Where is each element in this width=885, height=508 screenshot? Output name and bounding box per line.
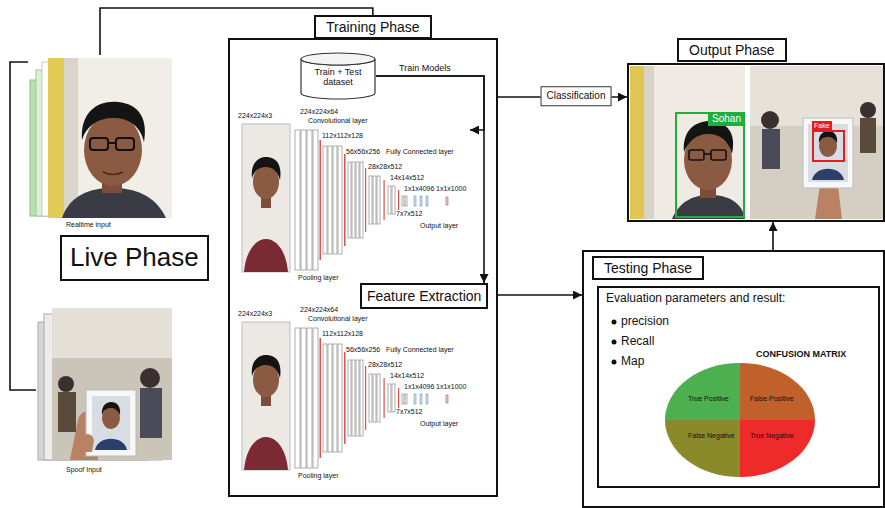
matrix-quadrant: True Negative <box>740 420 815 477</box>
image-stack: Realtime input <box>28 55 175 232</box>
cnn-diagram: 224x224x3 224x224x64Convolutional layer 11… <box>236 306 470 484</box>
process-box: Feature Extraction <box>360 283 488 309</box>
node-label: True Negative <box>750 432 794 440</box>
layer-label: 14x14x512 <box>390 174 424 182</box>
layer-label: 56x56x256 <box>346 148 380 156</box>
layer-label: 112x112x128 <box>322 330 363 338</box>
quadrant-fill <box>740 363 815 420</box>
layer-label: 112x112x128 <box>322 132 363 140</box>
layer-label: Fully Connected layer <box>386 148 454 156</box>
layer-label: 224x224x64 <box>300 108 338 116</box>
node-label: Fake <box>812 121 832 131</box>
phase-panel: Training PhaseTrain + Test dataset224x22… <box>228 38 498 497</box>
quadrant-fill <box>665 363 740 420</box>
layer-label: 224x224x3 <box>238 310 272 318</box>
matrix-quadrant: True Positive <box>665 363 740 420</box>
output-photos <box>630 66 884 219</box>
spoof-photo-stack <box>38 308 172 460</box>
layer-label: Fully Connected layer <box>386 346 454 354</box>
layer-label: Output layer <box>420 420 458 428</box>
layer-label: 56x56x256 <box>346 346 380 354</box>
layer-label: 1x1x1000 <box>436 383 466 391</box>
node-label: Live Phase <box>70 243 199 273</box>
layer-label: Pooling layer <box>298 274 338 282</box>
phase-panel: Output PhaseSohanFake <box>627 63 885 222</box>
connector <box>376 76 484 130</box>
layer-label: 7x7x512 <box>396 408 422 416</box>
layer-label: Convolutional layer <box>308 117 368 125</box>
node-label: Sohan <box>708 112 745 126</box>
detection-box: Sohan <box>675 112 745 218</box>
node-label: Testing Phase <box>592 256 704 280</box>
bullet-dots <box>612 320 617 365</box>
layer-label: 28x28x512 <box>368 361 402 369</box>
image-stack: Spoof Input <box>36 306 175 480</box>
node-label: Map <box>621 355 644 369</box>
connector <box>10 62 36 390</box>
result-box: Evaluation parameters and result: precisi… <box>597 286 880 488</box>
layer-label: 224x224x3 <box>238 112 272 120</box>
node-label: Feature Extraction <box>367 288 481 304</box>
layer-label: 1x1x4096 <box>404 383 434 391</box>
edge-label: Classification <box>541 86 612 106</box>
layer-label: 7x7x512 <box>396 210 422 218</box>
matrix-quadrant: False Positive <box>740 363 815 420</box>
connector <box>376 76 484 283</box>
node-label: Spoof Input <box>66 466 102 474</box>
node-label: Training Phase <box>314 15 432 39</box>
connector <box>498 294 582 296</box>
cnn-diagram: 224x224x3 224x224x64Convolutional layer 11… <box>236 108 470 286</box>
node-label: False Positive <box>750 395 794 403</box>
matrix-quadrant: False Negative <box>665 420 740 477</box>
node-label: CONFUSION MATRIX <box>756 349 846 359</box>
layer-label: 1x1x1000 <box>436 185 466 193</box>
node-label: Train + Test dataset <box>304 67 372 88</box>
connector <box>772 222 774 250</box>
node-label: True Positive <box>688 395 729 403</box>
layer-label: Output layer <box>420 222 458 230</box>
layer-label: 1x1x4096 <box>404 185 434 193</box>
node-label: Realtime input <box>66 221 111 229</box>
layer-label: Convolutional layer <box>308 315 368 323</box>
node-label: Output Phase <box>677 38 787 62</box>
node-label: precision <box>621 315 669 329</box>
edge-label: Train Models <box>398 63 452 73</box>
node-label: Recall <box>621 335 654 349</box>
node-label: False Negative <box>688 432 735 440</box>
quadrant-fill <box>665 420 740 477</box>
realtime-photo-stack <box>30 58 172 218</box>
layer-label: 28x28x512 <box>368 163 402 171</box>
phase-panel: Testing PhaseEvaluation parameters and r… <box>582 250 885 508</box>
phase-box: Live Phase <box>60 235 209 281</box>
layer-label: 14x14x512 <box>390 372 424 380</box>
node-label: Evaluation parameters and result: <box>606 292 785 306</box>
quadrant-fill <box>740 420 815 477</box>
detection-box: Fake <box>812 130 845 162</box>
database-cylinder: Train + Test dataset <box>300 52 376 100</box>
layer-label: 224x224x64 <box>300 306 338 314</box>
layer-label: Pooling layer <box>298 472 338 480</box>
